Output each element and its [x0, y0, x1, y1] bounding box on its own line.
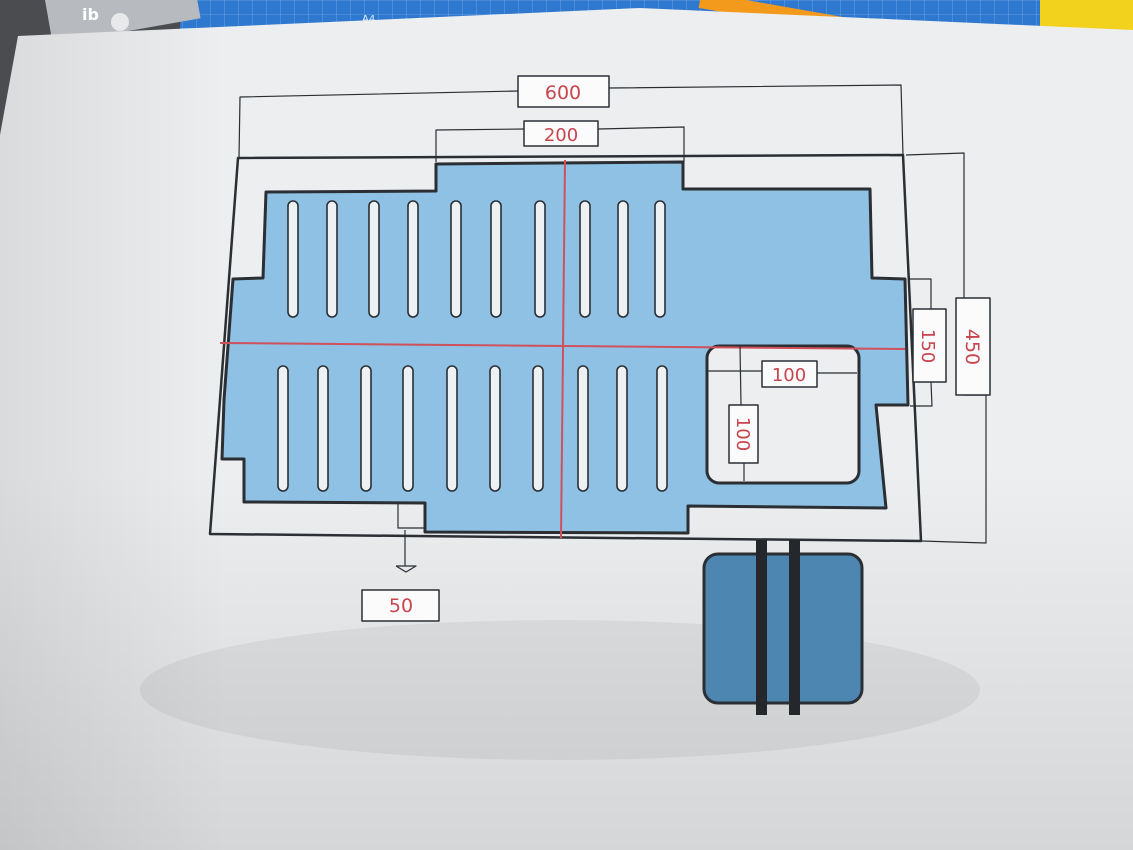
- slots-bottom-row: [277, 365, 668, 492]
- dim-box-200: [523, 120, 599, 147]
- slot-top: [534, 200, 546, 318]
- slot-top: [326, 200, 338, 318]
- slot-top: [450, 200, 462, 318]
- technical-drawing: 600 200 150 450 100 100 50: [208, 75, 991, 715]
- slot-top: [654, 200, 666, 318]
- slot-top: [490, 200, 502, 318]
- slot-bottom: [532, 365, 544, 492]
- slot-top: [579, 200, 591, 318]
- slot-bottom: [489, 365, 501, 492]
- slot-bottom: [656, 365, 668, 492]
- dim-box-450: [955, 297, 991, 396]
- slot-bottom: [317, 365, 329, 492]
- dimension-labels: [361, 75, 991, 622]
- dim-right-step: 150: [917, 329, 938, 363]
- slot-top: [368, 200, 380, 318]
- dim-inner-width: 100: [772, 365, 806, 386]
- ruler-corner: ib: [43, 0, 201, 45]
- reservoir-pipe-left: [756, 540, 767, 715]
- dim-box-600: [517, 75, 610, 108]
- reservoir-box: [702, 540, 864, 715]
- dim-box-150: [912, 308, 947, 383]
- dim-inner-height: 100: [732, 417, 753, 451]
- dim-box-inner-height: [728, 404, 759, 464]
- vertical-axis: [560, 159, 566, 539]
- dim-overall-width: 600: [545, 82, 581, 104]
- dim-box-inner-width: [761, 360, 818, 388]
- dim-overall-height: 450: [961, 329, 983, 365]
- dim-box-50: [361, 589, 440, 622]
- dim-bottom-offset: 50: [389, 595, 413, 617]
- ruler-label: ib: [82, 5, 99, 24]
- slot-bottom: [360, 365, 372, 492]
- slot-bottom: [616, 365, 628, 492]
- slot-top: [407, 200, 419, 318]
- dim-top-tab-width: 200: [544, 125, 578, 146]
- slot-top: [287, 200, 299, 318]
- mat-label: A4: [362, 14, 375, 25]
- slot-bottom: [402, 365, 414, 492]
- reservoir-pipe-right: [789, 540, 800, 715]
- slot-bottom: [277, 365, 289, 492]
- slot-top: [617, 200, 629, 318]
- slot-bottom: [446, 365, 458, 492]
- slot-bottom: [577, 365, 589, 492]
- slots-top-row: [287, 200, 666, 318]
